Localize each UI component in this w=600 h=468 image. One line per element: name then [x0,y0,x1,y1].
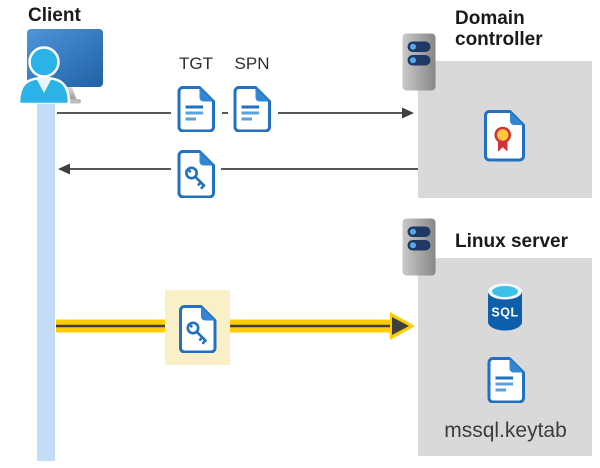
response-arrow [58,163,418,175]
tgt-document-icon [177,86,215,132]
certificate-icon [483,110,525,162]
spn-document-icon [233,86,271,132]
client-lifeline [37,98,55,461]
client-label: Client [28,5,81,26]
linux-server-icon [402,218,436,276]
highlighted-key-document-icon [178,305,217,353]
sql-icon-label: SQL [491,306,518,320]
client-computer-icon [17,29,103,104]
domain-controller-label: Domain controller [455,8,543,50]
keytab-document-icon [487,357,525,403]
linux-server-label: Linux server [455,231,568,252]
sql-connection-arrow [56,312,415,340]
keytab-filename-label: mssql.keytab [444,419,567,442]
tgt-label: TGT [179,54,213,73]
domain-controller-server-icon [402,33,436,91]
spn-label: SPN [234,54,270,73]
sql-database-icon: SQL [488,283,522,331]
key-document-icon [177,150,215,198]
